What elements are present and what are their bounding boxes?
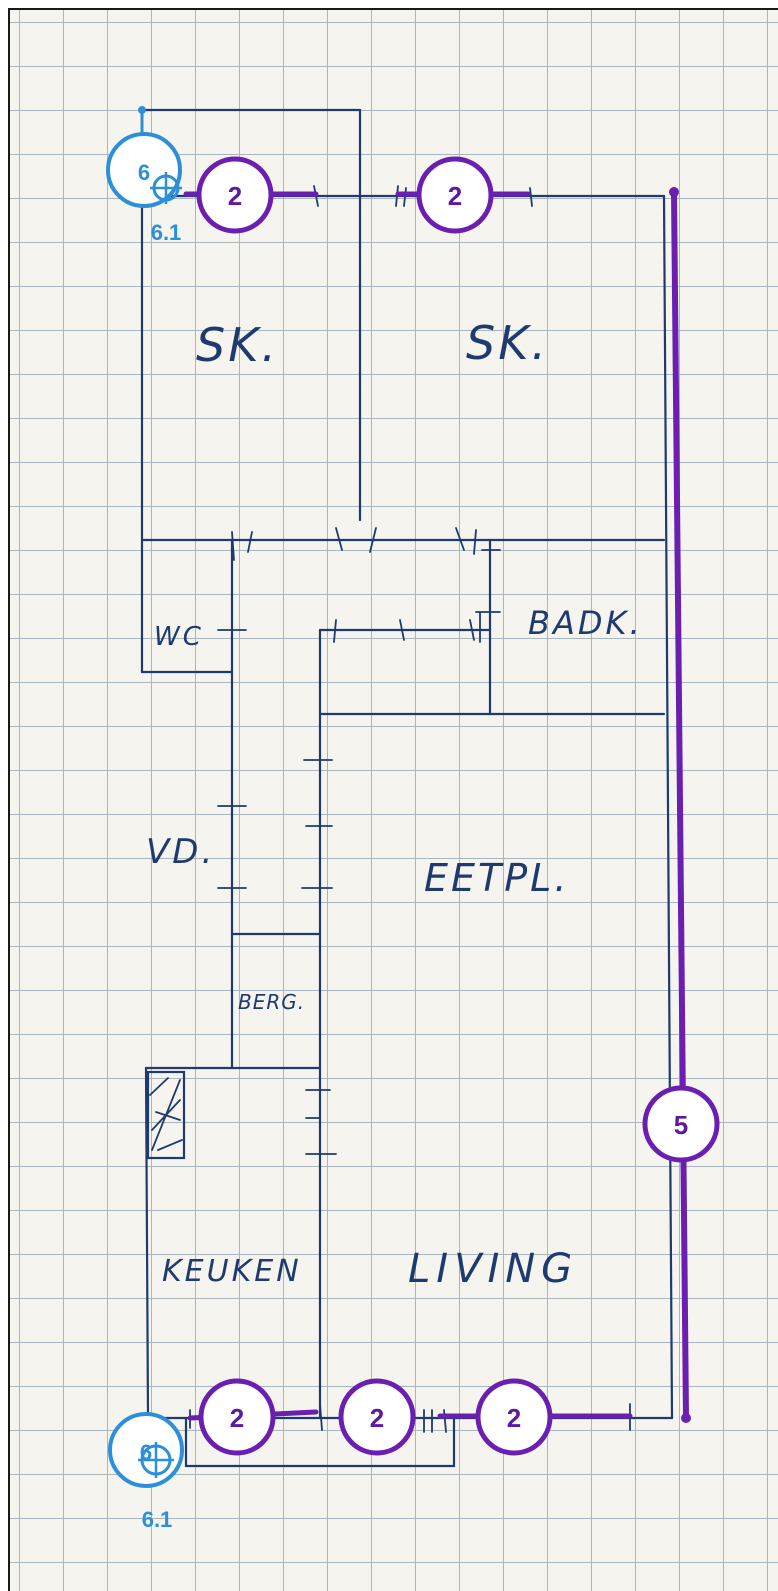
wall-top-bedroom-divider xyxy=(140,108,362,522)
wall-entrance-bump xyxy=(184,1416,456,1468)
crosshair-icon xyxy=(150,172,182,204)
measurement-badge-top-right[interactable]: 2 xyxy=(416,156,494,234)
tick-living-wall xyxy=(305,1089,337,1155)
measurement-value: 5 xyxy=(674,1110,688,1140)
measurement-lines xyxy=(183,187,691,1423)
measurement-value: 2 xyxy=(230,1403,244,1433)
room-label-bedroom-2: SK. xyxy=(466,316,549,370)
room-label-bedroom-1: SK. xyxy=(196,318,279,372)
room-label-wc: WC xyxy=(154,622,204,652)
tick-bath-wall xyxy=(217,611,501,643)
measurement-badge-bottom-middle[interactable]: 2 xyxy=(338,1378,416,1456)
hatching-lines xyxy=(149,1077,183,1151)
measurement-badge-right[interactable]: 5 xyxy=(642,1085,720,1163)
measurement-value: 2 xyxy=(448,181,462,211)
measurement-badge-bottom-left[interactable]: 2 xyxy=(198,1378,276,1456)
measurement-value: 2 xyxy=(370,1403,384,1433)
room-label-dining: EETPL. xyxy=(424,856,570,900)
measurement-value: 2 xyxy=(507,1403,521,1433)
plan-walls xyxy=(140,108,674,1468)
measure-line-right xyxy=(671,189,689,1421)
room-label-storage: BERG. xyxy=(238,990,306,1014)
room-label-hall: VD. xyxy=(146,832,216,872)
tick-bedroom-wall xyxy=(231,527,501,561)
corner-marker-bottom[interactable]: 6 6.1 xyxy=(108,1412,184,1532)
wall-right xyxy=(662,194,674,1420)
graph-paper-sheet xyxy=(8,8,778,1591)
measurement-badge-top-left[interactable]: 2 xyxy=(196,156,274,234)
marker-label: 6.1 xyxy=(142,1507,173,1532)
hatched-block xyxy=(146,1070,186,1160)
crosshair-icon xyxy=(138,1442,174,1478)
marker-number: 6 xyxy=(140,1440,152,1465)
tick-hall xyxy=(217,759,333,889)
room-label-kitchen: KEUKEN xyxy=(162,1254,302,1289)
room-label-living: LIVING xyxy=(408,1246,579,1292)
marker-label: 6.1 xyxy=(151,220,182,245)
tick-bottom-wall xyxy=(189,1403,631,1433)
marker-number: 6 xyxy=(138,160,150,185)
corner-marker-top[interactable]: 6 6.1 xyxy=(106,106,182,245)
measure-endpoint-bottom xyxy=(681,1413,691,1423)
room-label-bathroom: BADK. xyxy=(528,604,643,642)
wall-left-lower xyxy=(144,1066,150,1420)
measure-endpoint-top xyxy=(669,187,679,197)
measurement-value: 2 xyxy=(228,181,242,211)
measurement-badge-bottom-right[interactable]: 2 xyxy=(475,1378,553,1456)
